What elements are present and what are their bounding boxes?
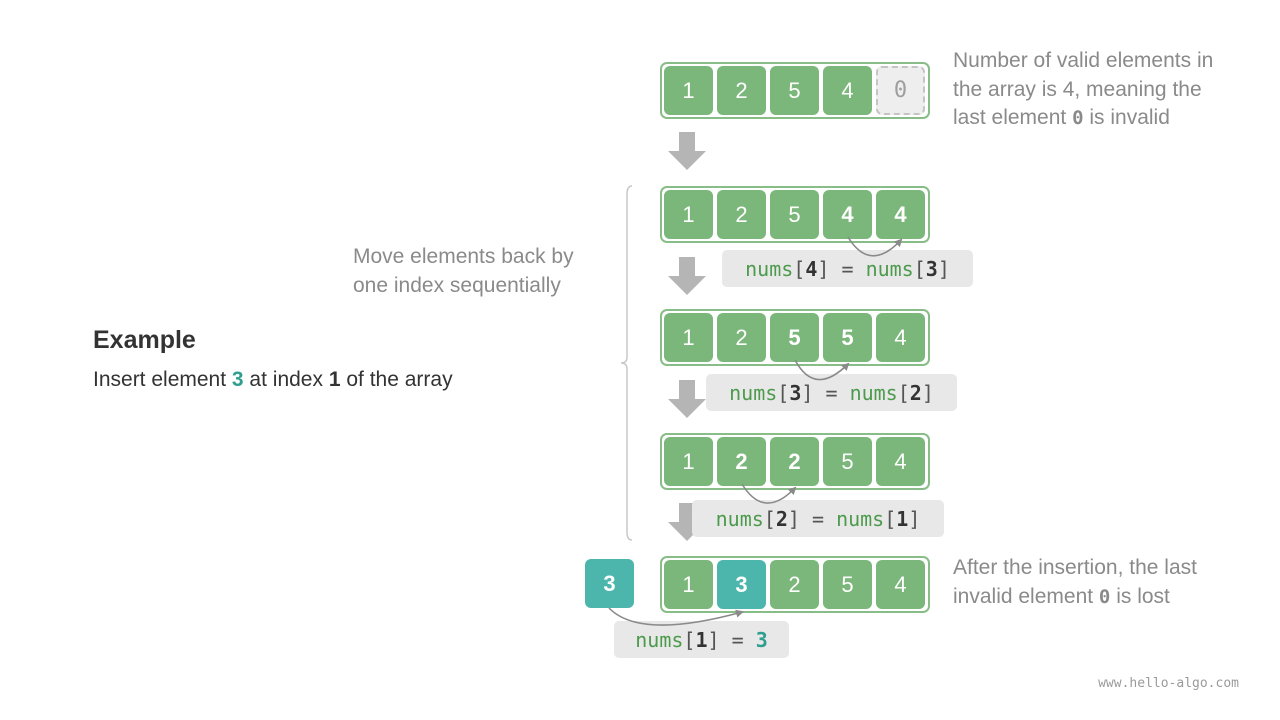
code-step-4: nums[1] = 3 (614, 621, 789, 658)
array-cell: 4 (876, 313, 925, 362)
array-cell: 1 (664, 313, 713, 362)
step-bracket (620, 185, 633, 541)
down-arrow-icon (668, 132, 706, 170)
array-cell: 2 (717, 66, 766, 115)
array-cell: 5 (823, 313, 872, 362)
move-arrow (794, 359, 850, 381)
code-step-2: nums[3] = nums[2] (706, 374, 957, 411)
array-cell: 1 (664, 437, 713, 486)
example-subtitle: Insert element 3 at index 1 of the array (93, 368, 453, 391)
array-cell: 2 (717, 437, 766, 486)
array-cell: 3 (717, 560, 766, 609)
insert-index-text: 1 (328, 368, 341, 391)
array-cell: 4 (823, 190, 872, 239)
array-cell: 5 (770, 190, 819, 239)
array-cell: 5 (770, 313, 819, 362)
note-move-elements: Move elements back by one index sequenti… (353, 245, 574, 297)
array-cell: 1 (664, 560, 713, 609)
move-arrow (847, 236, 903, 257)
array-cell: 4 (876, 560, 925, 609)
array-cell: 1 (664, 190, 713, 239)
move-arrow (741, 483, 797, 504)
code-step-1: nums[4] = nums[3] (722, 250, 973, 287)
code-step-3: nums[2] = nums[1] (692, 500, 944, 537)
array-cell: 4 (823, 66, 872, 115)
array-cell: 5 (823, 560, 872, 609)
array-cell: 1 (664, 66, 713, 115)
array-cell: 2 (717, 313, 766, 362)
array-cell: 2 (770, 437, 819, 486)
down-arrow-icon (668, 380, 706, 418)
footer-url: www.hello-algo.com (1098, 676, 1239, 691)
note-valid-elements: Number of valid elements in the array is… (953, 49, 1214, 129)
array-cell: 2 (717, 190, 766, 239)
array-cell: 2 (770, 560, 819, 609)
array-cell: 5 (770, 66, 819, 115)
example-title: Example (93, 326, 196, 354)
insert-value-text: 3 (231, 368, 244, 391)
array-cell: 4 (876, 190, 925, 239)
insert-arrow (608, 607, 744, 626)
insert-value-box: 3 (585, 559, 634, 608)
array-cell: 0 (876, 66, 925, 115)
down-arrow-icon (668, 257, 706, 295)
array-cell: 5 (823, 437, 872, 486)
array-cell: 4 (876, 437, 925, 486)
note-after-insertion: After the insertion, the last invalid el… (953, 556, 1197, 608)
